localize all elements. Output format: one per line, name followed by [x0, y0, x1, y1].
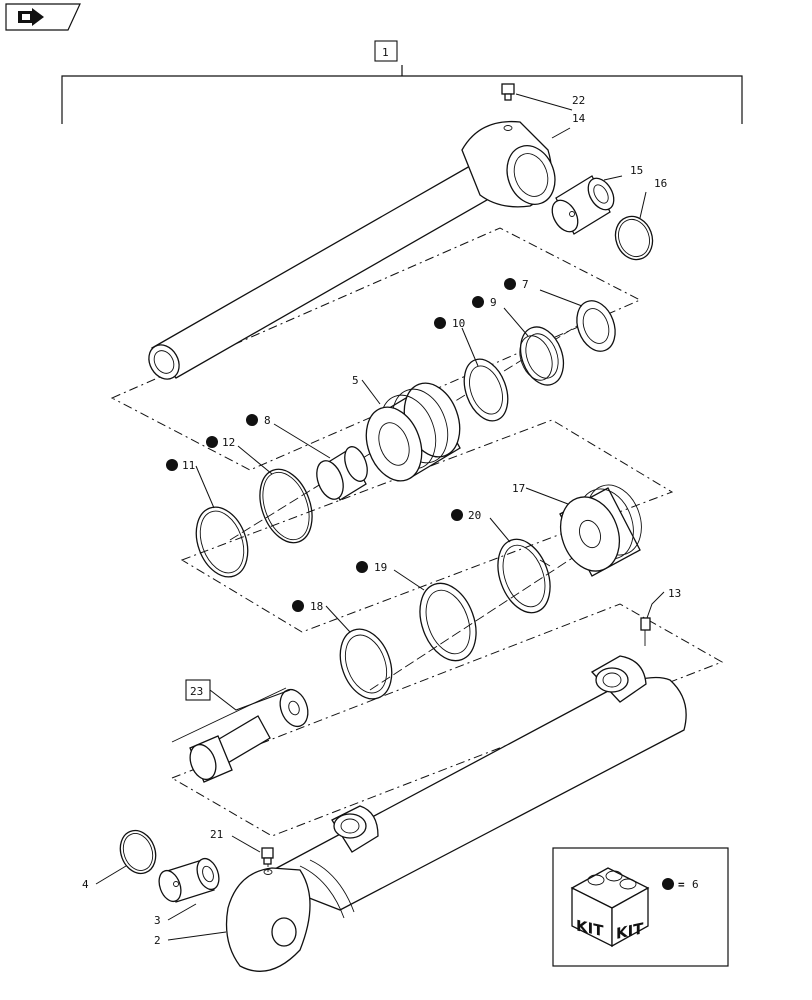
part-label-22: 22 [572, 94, 585, 107]
guide-bushing [316, 446, 368, 501]
part-label-14: 14 [572, 112, 586, 125]
kit-dot-icon [451, 509, 463, 521]
wiper-ring [576, 300, 616, 352]
grease-fitting-top [501, 83, 515, 101]
gland [365, 382, 461, 482]
svg-text:10: 10 [452, 317, 465, 330]
kit-dot-icon [472, 296, 484, 308]
svg-text:6: 6 [692, 878, 699, 891]
part-label-16: 16 [654, 177, 667, 190]
kit-dot-icon [246, 414, 258, 426]
part-label-11: 11 [166, 459, 195, 472]
snap-ring-top [614, 215, 654, 261]
part-label-18: 18 [292, 600, 323, 613]
pin-bushing-bottom [158, 857, 220, 903]
assembly-label: 1 [382, 46, 389, 59]
svg-text:23: 23 [190, 685, 203, 698]
svg-text:17: 17 [512, 482, 525, 495]
dashdot-plane-lower [170, 603, 724, 837]
pin-bushing [551, 175, 615, 235]
part-label-19: 19 [356, 561, 387, 574]
snap-ring-bottom [119, 829, 157, 875]
kit-dot-icon [504, 278, 516, 290]
piston-seal [419, 582, 477, 662]
kit-dot-icon [206, 436, 218, 448]
svg-text:19: 19 [374, 561, 387, 574]
kit-dot-icon [434, 317, 446, 329]
svg-text:20: 20 [468, 509, 481, 522]
part-label-21: 21 [210, 828, 223, 841]
part-label-12: 12 [206, 436, 235, 449]
kit-dot-icon [662, 878, 674, 890]
kit-legend: KIT KIT = 6 [552, 847, 729, 967]
breather-fitting [640, 617, 651, 646]
svg-text:16: 16 [654, 177, 667, 190]
svg-text:2: 2 [154, 934, 161, 947]
svg-text:3: 3 [154, 914, 161, 927]
part-label-2: 2 [154, 934, 161, 947]
back-button[interactable] [5, 3, 81, 31]
svg-text:4: 4 [82, 878, 89, 891]
part-label-7: 7 [504, 278, 529, 291]
svg-text:22: 22 [572, 94, 585, 107]
kit-dot-icon [356, 561, 368, 573]
svg-text:8: 8 [264, 414, 271, 427]
svg-text:13: 13 [668, 587, 681, 600]
grease-fitting-bottom [261, 847, 274, 872]
part-label-17: 17 [512, 482, 525, 495]
svg-text:7: 7 [522, 278, 529, 291]
o-ring-11 [195, 506, 249, 578]
piston-rod [148, 120, 556, 380]
o-ring-12 [259, 468, 313, 544]
wear-ring [497, 538, 551, 614]
part-label-3: 3 [154, 914, 161, 927]
svg-text:12: 12 [222, 436, 235, 449]
svg-text:14: 14 [572, 112, 586, 125]
cylinder-barrel [225, 655, 687, 972]
kit-dot-icon [166, 459, 178, 471]
back-arrow-icon [18, 8, 44, 26]
dashdot-plane-middle [180, 419, 674, 633]
part-label-9: 9 [472, 296, 497, 309]
leader-lines [95, 93, 665, 941]
svg-text:5: 5 [352, 374, 359, 387]
part-label-8: 8 [246, 414, 271, 427]
part-label-4: 4 [82, 878, 89, 891]
o-ring-18 [339, 628, 393, 700]
svg-text:9: 9 [490, 296, 497, 309]
bolt-washer-kit [171, 687, 309, 783]
svg-text:KIT: KIT [616, 919, 644, 943]
backup-ring [463, 358, 509, 422]
dashdot-plane-upper [110, 227, 642, 471]
part-label-20: 20 [451, 509, 481, 522]
part-label-13: 13 [668, 587, 681, 600]
part-label-10: 10 [434, 317, 465, 330]
part-label-5: 5 [352, 374, 359, 387]
part-label-15: 15 [630, 164, 643, 177]
svg-text:15: 15 [630, 164, 643, 177]
assembly-bracket: 1 [61, 40, 743, 124]
kit-box-icon: KIT KIT [570, 867, 650, 948]
kit-label-23: 23 [185, 679, 211, 701]
svg-text:=: = [678, 878, 685, 891]
svg-text:21: 21 [210, 828, 223, 841]
svg-text:11: 11 [182, 459, 195, 472]
svg-text:KIT: KIT [576, 917, 604, 941]
kit-dot-icon [292, 600, 304, 612]
rod-seal [519, 326, 565, 386]
svg-text:18: 18 [310, 600, 323, 613]
piston [559, 484, 642, 577]
